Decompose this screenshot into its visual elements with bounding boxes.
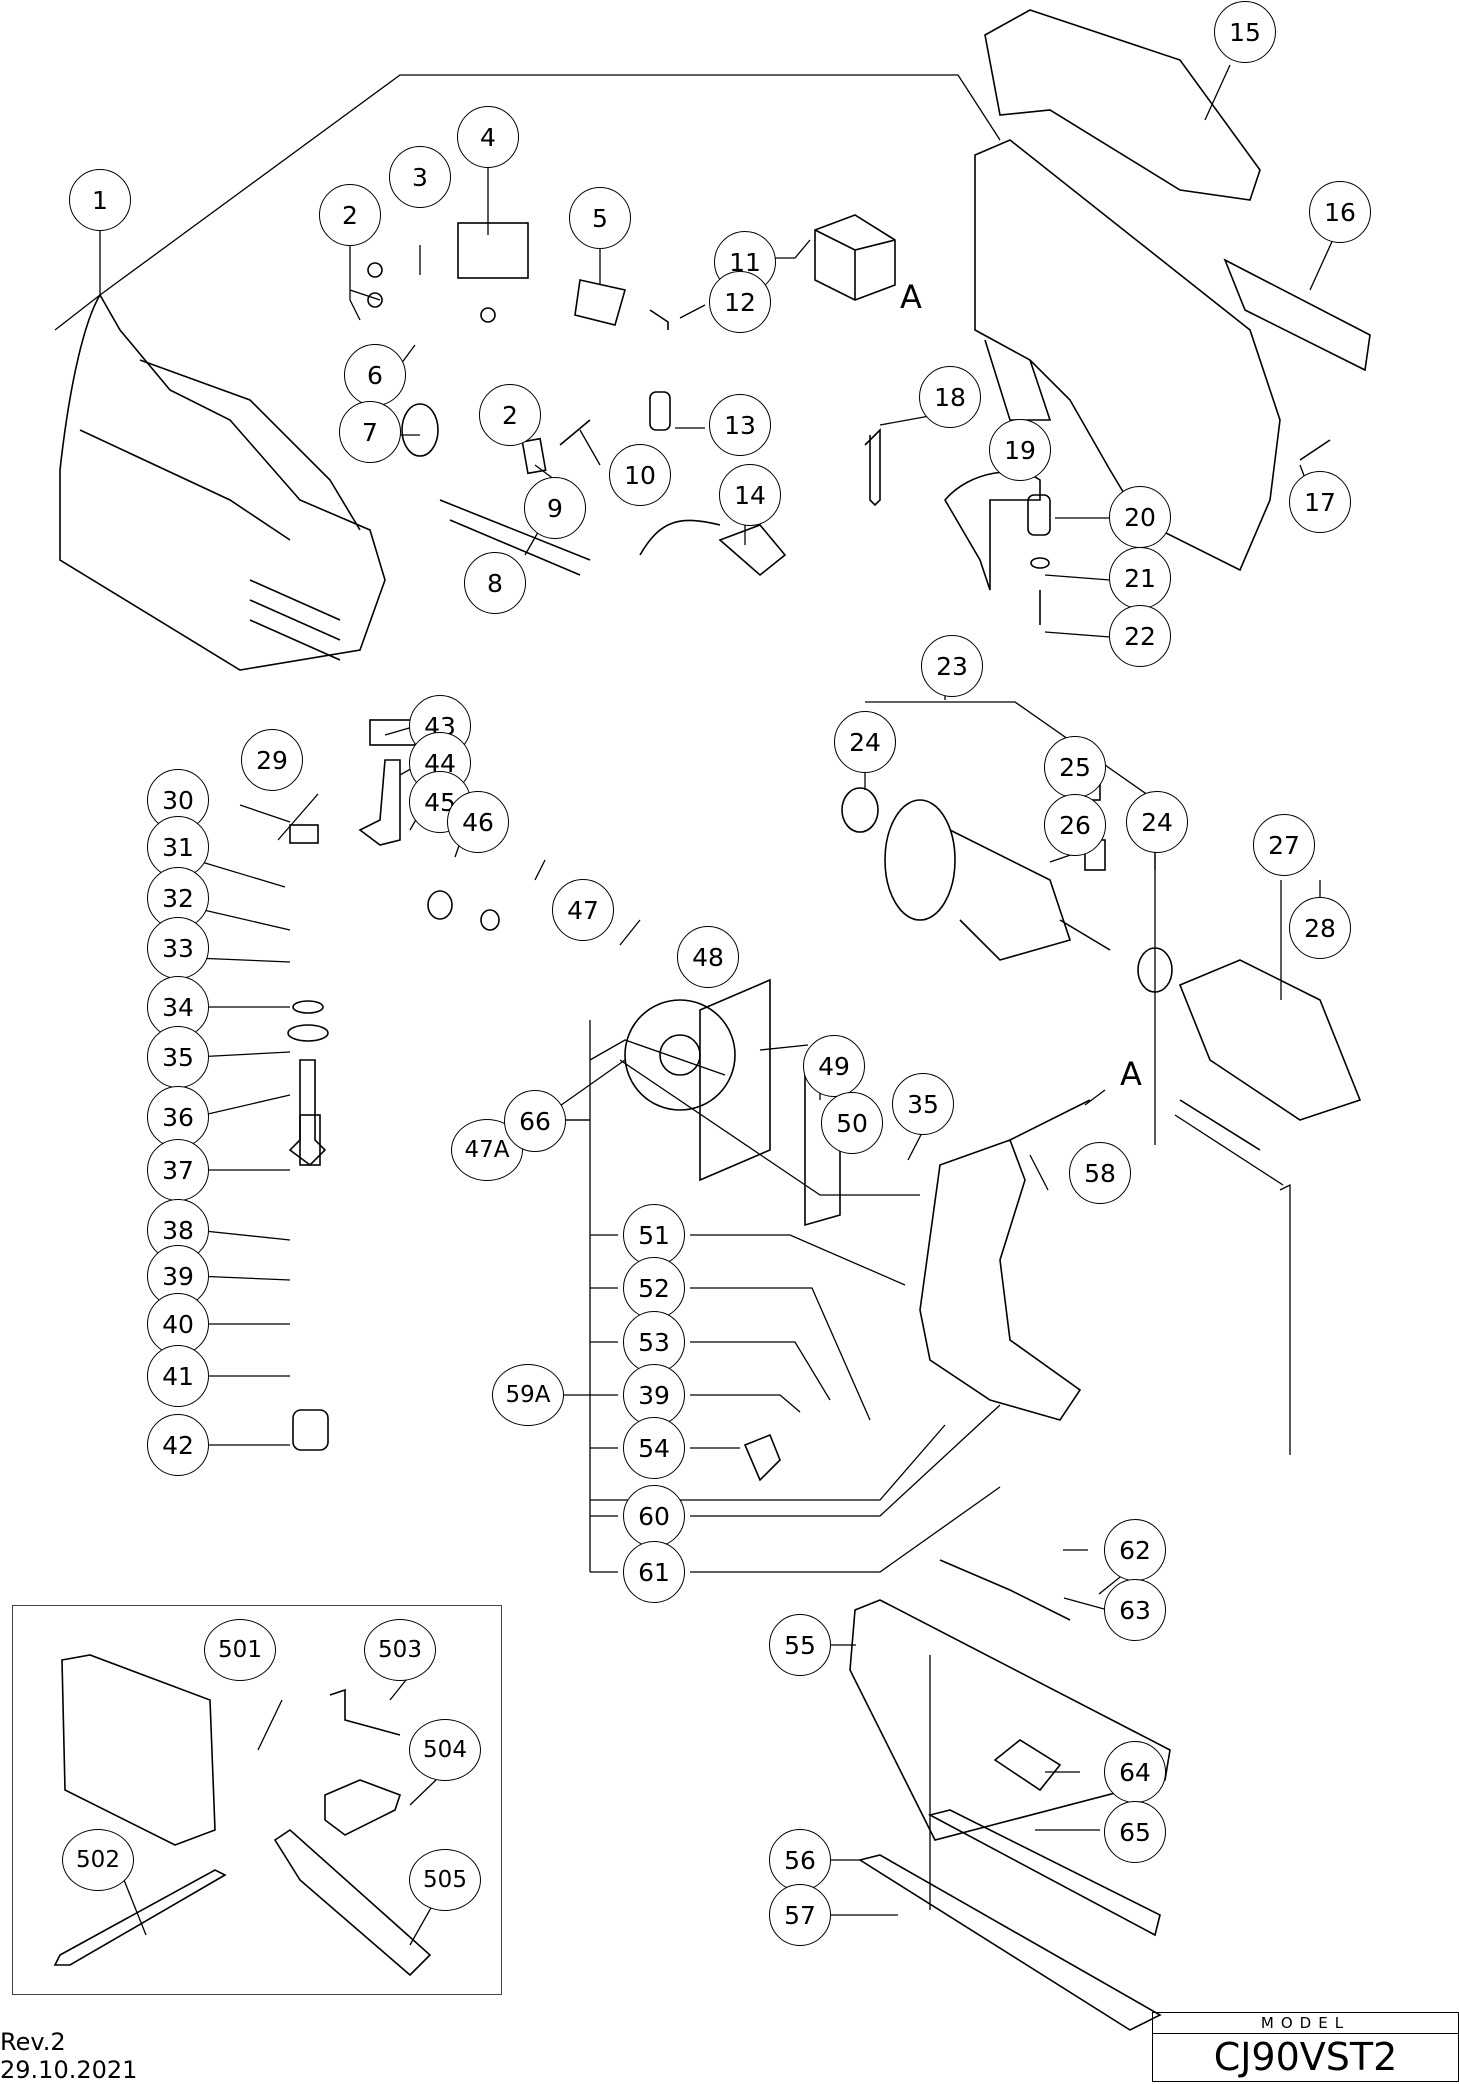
callout-54: 54 xyxy=(623,1417,685,1479)
callout-505: 505 xyxy=(409,1849,481,1911)
callout-14: 14 xyxy=(719,464,781,526)
callout-52: 52 xyxy=(623,1257,685,1319)
callout-23: 23 xyxy=(921,635,983,697)
accessories-box xyxy=(12,1605,502,1995)
callout-47a: 47A xyxy=(451,1119,523,1181)
callout-61: 61 xyxy=(623,1541,685,1603)
callout-3: 3 xyxy=(389,146,451,208)
part-outlines xyxy=(53,9,1371,2031)
callout-38: 38 xyxy=(147,1199,209,1261)
callout-501: 501 xyxy=(204,1619,276,1681)
callout-49: 49 xyxy=(803,1035,865,1097)
callout-56: 56 xyxy=(769,1829,831,1891)
callout-27: 27 xyxy=(1253,814,1315,876)
callout-20: 20 xyxy=(1109,486,1171,548)
callout-6: 6 xyxy=(344,344,406,406)
callout-4: 4 xyxy=(457,106,519,168)
callout-502: 502 xyxy=(62,1829,134,1891)
revision-info: Rev.2 29.10.2021 xyxy=(0,2028,137,2084)
callout-50: 50 xyxy=(821,1092,883,1154)
callout-9: 9 xyxy=(524,477,586,539)
callout-48: 48 xyxy=(677,926,739,988)
callout-64: 64 xyxy=(1104,1741,1166,1803)
callout-35: 35 xyxy=(147,1026,209,1088)
callout-24: 24 xyxy=(834,711,896,773)
callout-2: 2 xyxy=(479,384,541,446)
callout-65: 65 xyxy=(1104,1801,1166,1863)
callout-47: 47 xyxy=(552,879,614,941)
callout-63: 63 xyxy=(1104,1579,1166,1641)
callout-53: 53 xyxy=(623,1311,685,1373)
callout-41: 41 xyxy=(147,1345,209,1407)
callout-12: 12 xyxy=(709,271,771,333)
revision-date: 29.10.2021 xyxy=(0,2056,138,2084)
callout-2: 2 xyxy=(319,184,381,246)
callout-26: 26 xyxy=(1044,794,1106,856)
callout-5: 5 xyxy=(569,187,631,249)
model-label: MODEL xyxy=(1153,2013,1458,2034)
callout-29: 29 xyxy=(241,729,303,791)
callout-16: 16 xyxy=(1309,181,1371,243)
callout-51: 51 xyxy=(623,1204,685,1266)
reference-letter-a: A xyxy=(1120,1055,1142,1093)
housing-right-shape xyxy=(974,139,1281,572)
callout-35: 35 xyxy=(892,1073,954,1135)
callout-60: 60 xyxy=(623,1485,685,1547)
callout-39: 39 xyxy=(623,1364,685,1426)
callout-21: 21 xyxy=(1109,547,1171,609)
callout-7: 7 xyxy=(339,401,401,463)
callout-58: 58 xyxy=(1069,1142,1131,1204)
callout-503: 503 xyxy=(364,1619,436,1681)
model-name: CJ90VST2 xyxy=(1213,2035,1398,2079)
callout-19: 19 xyxy=(989,419,1051,481)
callout-57: 57 xyxy=(769,1884,831,1946)
callout-25: 25 xyxy=(1044,736,1106,798)
callout-46: 46 xyxy=(447,791,509,853)
callout-62: 62 xyxy=(1104,1519,1166,1581)
callout-42: 42 xyxy=(147,1414,209,1476)
housing-left-shape xyxy=(59,293,386,671)
callout-15: 15 xyxy=(1214,1,1276,63)
callout-18: 18 xyxy=(919,366,981,428)
callout-1: 1 xyxy=(69,169,131,231)
callout-33: 33 xyxy=(147,917,209,979)
callout-40: 40 xyxy=(147,1293,209,1355)
callout-17: 17 xyxy=(1289,471,1351,533)
callout-10: 10 xyxy=(609,444,671,506)
callout-28: 28 xyxy=(1289,897,1351,959)
callout-8: 8 xyxy=(464,552,526,614)
callout-55: 55 xyxy=(769,1614,831,1676)
callout-37: 37 xyxy=(147,1139,209,1201)
model-title-block: MODEL CJ90VST2 xyxy=(1152,2012,1459,2082)
callout-22: 22 xyxy=(1109,605,1171,667)
callout-24: 24 xyxy=(1126,791,1188,853)
callout-36: 36 xyxy=(147,1086,209,1148)
callout-59a: 59A xyxy=(492,1364,564,1426)
reference-letter-a: A xyxy=(900,278,922,316)
callout-66: 66 xyxy=(504,1090,566,1152)
revision-label: Rev.2 xyxy=(0,2028,66,2056)
callout-13: 13 xyxy=(709,394,771,456)
callout-504: 504 xyxy=(409,1719,481,1781)
